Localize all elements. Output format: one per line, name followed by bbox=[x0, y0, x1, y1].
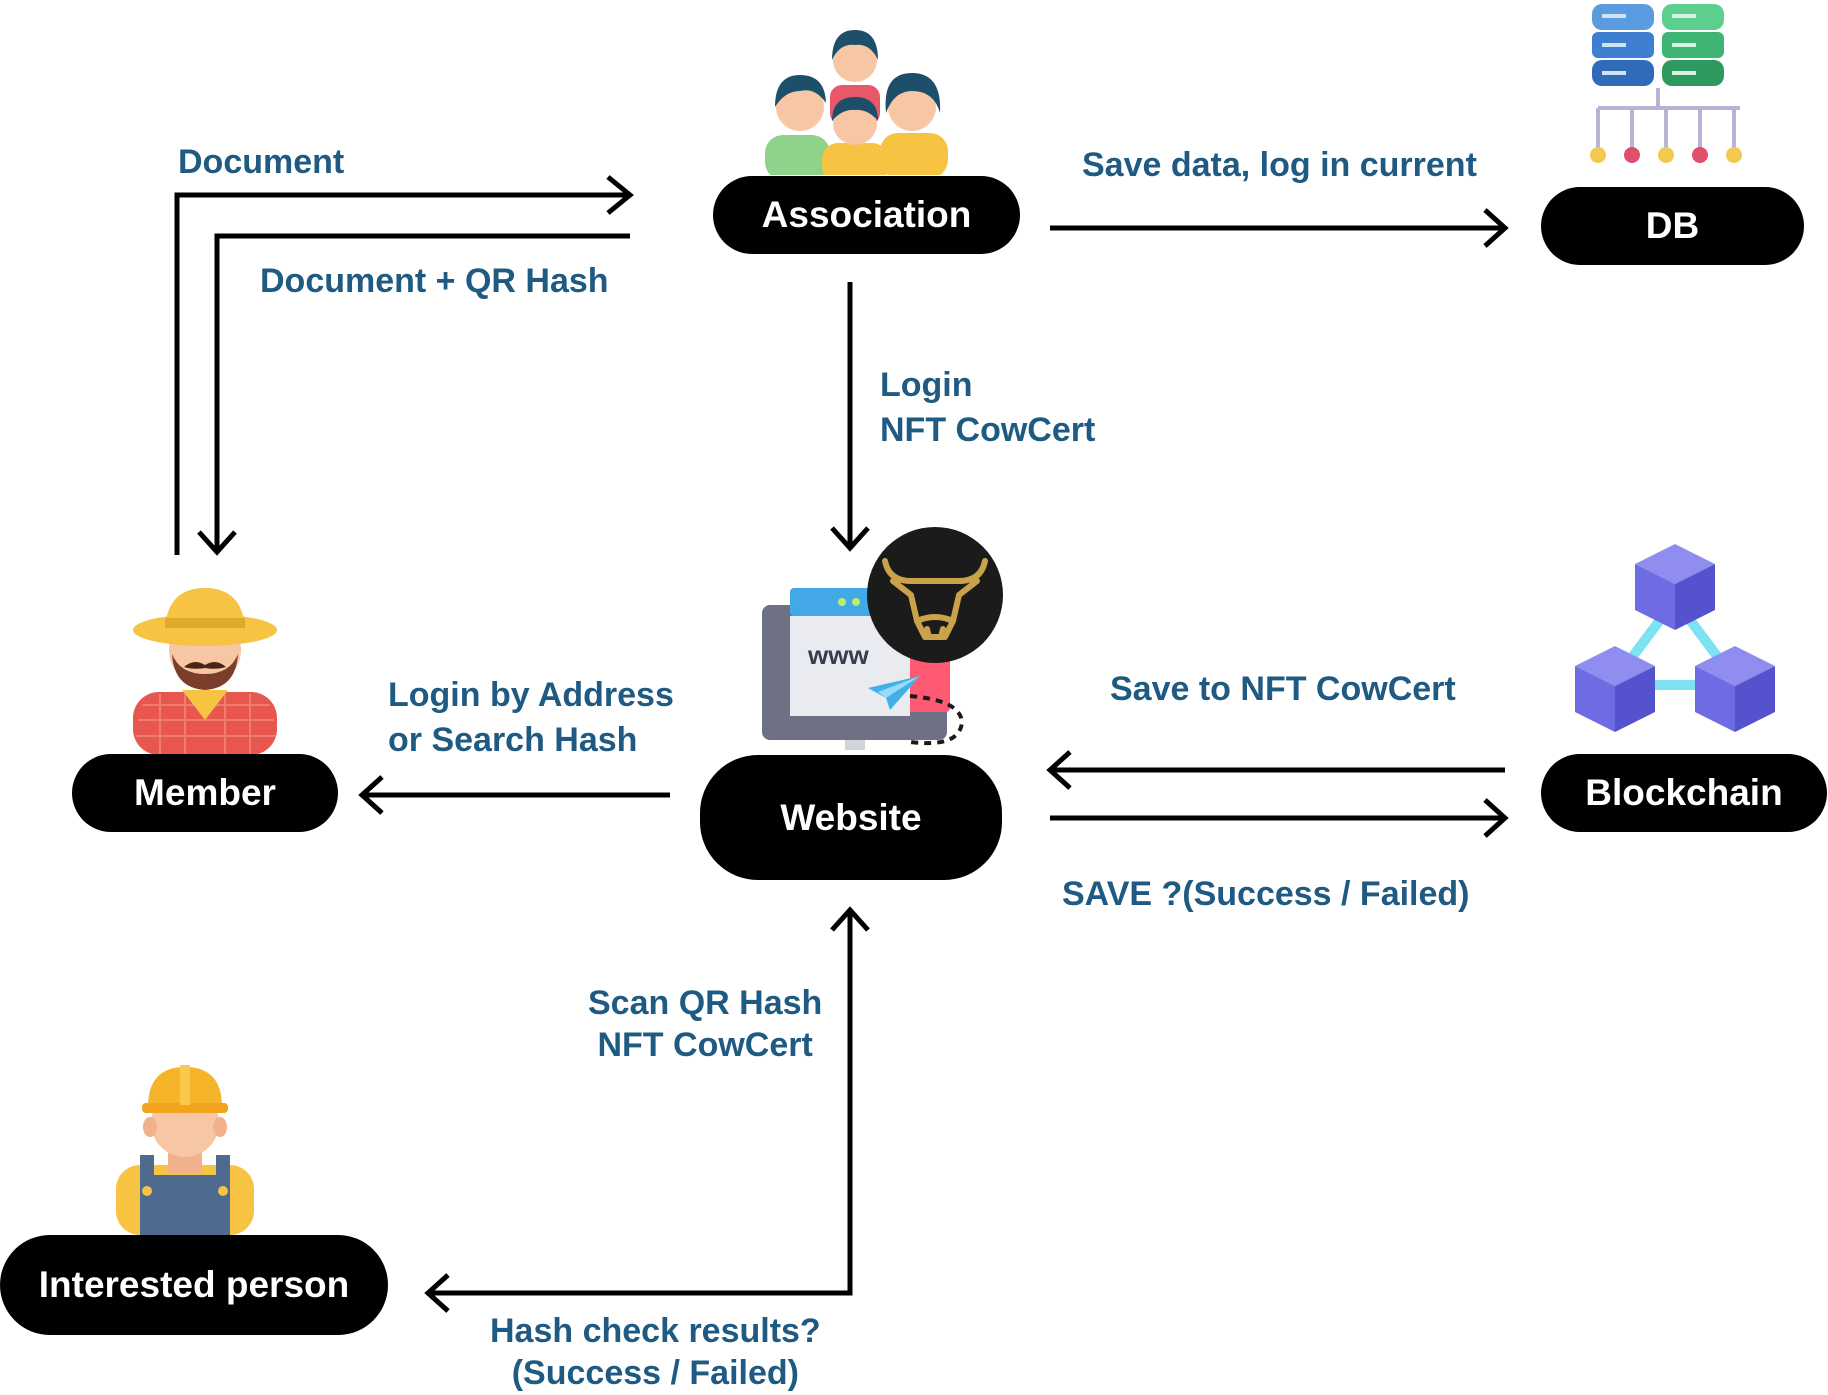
label-hash-check-line-1: Hash check results? bbox=[490, 1312, 821, 1350]
arrowhead-member-left bbox=[358, 775, 384, 815]
label-login-by-address-line-1: Login by Address bbox=[388, 676, 674, 714]
arrowhead-db-in bbox=[1483, 208, 1509, 248]
label-save-result: SAVE ?(Success / Failed) bbox=[1062, 875, 1470, 913]
label-document-qr-hash: Document + QR Hash bbox=[260, 262, 609, 300]
group-of-people-icon bbox=[765, 30, 948, 175]
member-node: Member bbox=[72, 754, 338, 832]
arrowhead-website-right bbox=[1046, 750, 1072, 790]
interested-person-node: Interested person bbox=[0, 1235, 388, 1335]
database-servers-icon bbox=[1590, 4, 1742, 163]
blockchain-cubes-icon bbox=[1575, 544, 1775, 732]
label-login-line-2: NFT CowCert bbox=[880, 411, 1096, 449]
browser-www-text: www bbox=[807, 640, 869, 670]
arrow-association-to-member bbox=[214, 233, 630, 552]
label-scan-qr-hash-line-2: NFT CowCert bbox=[597, 1026, 813, 1064]
label-login: Login NFT CowCert bbox=[880, 363, 1095, 453]
arrowhead-association-in bbox=[606, 175, 634, 215]
arrow-interested-website bbox=[428, 910, 853, 1296]
label-save-to-nft: Save to NFT CowCert bbox=[1110, 670, 1456, 708]
arrowhead-website-top bbox=[830, 526, 870, 552]
label-hash-check-line-2: (Success / Failed) bbox=[511, 1354, 799, 1392]
farmer-icon bbox=[133, 588, 277, 755]
db-node: DB bbox=[1541, 187, 1804, 265]
label-login-line-1: Login bbox=[880, 366, 973, 404]
worker-icon bbox=[116, 1065, 254, 1235]
cow-head-logo-icon bbox=[867, 527, 1003, 663]
arrowhead-blockchain-in bbox=[1483, 798, 1509, 838]
arrow-member-to-association bbox=[174, 192, 630, 555]
label-scan-qr-hash: Scan QR Hash NFT CowCert bbox=[588, 982, 822, 1066]
website-node: Website bbox=[700, 755, 1002, 880]
label-hash-check: Hash check results? (Success / Failed) bbox=[490, 1310, 821, 1394]
arrowhead-interested-in bbox=[424, 1273, 450, 1313]
label-save-data: Save data, log in current bbox=[1082, 146, 1477, 184]
blockchain-node: Blockchain bbox=[1541, 754, 1827, 832]
label-login-by-address-line-2: or Search Hash bbox=[388, 721, 638, 759]
label-scan-qr-hash-line-1: Scan QR Hash bbox=[588, 984, 823, 1022]
arrowhead-website-bottom bbox=[830, 906, 870, 932]
arrowhead-member-in bbox=[197, 530, 237, 556]
association-node: Association bbox=[713, 176, 1020, 254]
label-login-by-address: Login by Address or Search Hash bbox=[388, 673, 674, 763]
label-document: Document bbox=[178, 143, 345, 181]
